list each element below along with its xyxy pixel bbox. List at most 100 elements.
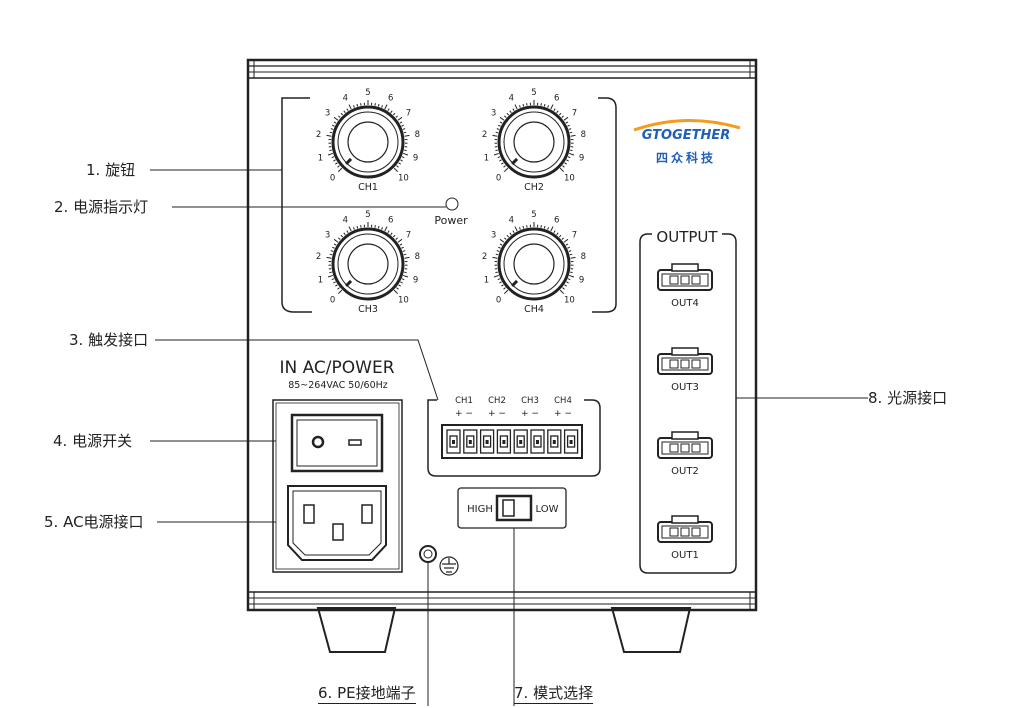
knob-label-ch2: CH2 (524, 182, 544, 193)
dial-number: 4 (343, 215, 348, 225)
dial-number: 8 (581, 252, 586, 262)
output-out2[interactable] (657, 431, 713, 459)
trigger-polarity-label: + − (554, 409, 572, 419)
pe-terminal[interactable] (419, 545, 437, 563)
output-label: OUT4 (671, 298, 699, 309)
knob-group-frame (281, 97, 617, 313)
dial-number: 10 (564, 173, 575, 183)
dial-number: 1 (484, 275, 489, 285)
mode-low-label: LOW (536, 504, 559, 515)
dial-number: 4 (509, 93, 514, 103)
dial-number: 6 (554, 93, 559, 103)
dial-number: 9 (413, 153, 418, 163)
trigger-channel-label: CH3 (521, 396, 539, 406)
dial-number: 8 (415, 130, 420, 140)
dial-number: 0 (496, 295, 501, 305)
trigger-channel-label: CH4 (554, 396, 572, 406)
dial-number: 10 (398, 173, 409, 183)
output-label: OUT2 (671, 466, 699, 477)
output-frame (639, 233, 737, 574)
right-foot (610, 607, 692, 653)
knob-label-ch3: CH3 (358, 304, 378, 315)
dial-number: 8 (581, 130, 586, 140)
dial-number: 3 (491, 109, 496, 119)
power-led-label: Power (434, 214, 468, 227)
dial-number: 1 (484, 153, 489, 163)
dial-number: 7 (572, 231, 577, 241)
chassis (246, 58, 758, 612)
dial-number: 7 (406, 231, 411, 241)
callout-light-out: 8. 光源接口 (868, 389, 948, 407)
dial-number: 6 (388, 93, 393, 103)
dial-number: 5 (531, 210, 536, 220)
dial-number: 2 (482, 130, 487, 140)
output-label: OUT1 (671, 550, 699, 561)
dial-number: 4 (343, 93, 348, 103)
dial-number: 6 (554, 215, 559, 225)
trigger-polarity-label: + − (488, 409, 506, 419)
callout-pe-terminal: 6. PE接地端子 (318, 684, 416, 704)
ground-icon (439, 556, 459, 576)
output-title: OUTPUT (656, 228, 718, 246)
knob-label-ch1: CH1 (358, 182, 378, 193)
dial-number: 7 (406, 109, 411, 119)
dial-number: 1 (318, 153, 323, 163)
leader-lines (150, 169, 868, 706)
callout-trigger: 3. 触发接口 (69, 331, 149, 349)
left-foot (316, 607, 397, 653)
output-label: OUT3 (671, 382, 699, 393)
trigger-connector[interactable] (441, 424, 583, 459)
ac-inlet[interactable] (287, 485, 387, 561)
dial-number: 5 (365, 210, 370, 220)
trigger-frame (427, 399, 601, 477)
dial-number: 10 (398, 295, 409, 305)
brand-name-cn: 四众科技 (656, 150, 716, 165)
power-input-spec: 85~264VAC 50/60Hz (288, 380, 388, 391)
dial-number: 3 (325, 109, 330, 119)
callout-power-led: 2. 电源指示灯 (54, 198, 149, 216)
dial-number: 3 (325, 231, 330, 241)
dial-number: 8 (415, 252, 420, 262)
dial-number: 3 (491, 231, 496, 241)
dial-number: 5 (531, 88, 536, 98)
trigger-labels: CH1+ −CH2+ −CH3+ −CH4+ − (455, 396, 572, 419)
callout-ac-inlet: 5. AC电源接口 (44, 513, 144, 531)
trigger-channel-label: CH2 (488, 396, 506, 406)
dial-number: 0 (496, 173, 501, 183)
dial-number: 9 (579, 275, 584, 285)
power-switch[interactable] (290, 413, 384, 473)
output-out1[interactable] (657, 515, 713, 543)
dial-number: 7 (572, 109, 577, 119)
brand-name: GTOGETHER (642, 128, 731, 143)
dial-number: 2 (482, 252, 487, 262)
output-out3[interactable] (657, 347, 713, 375)
mode-toggle-switch[interactable] (495, 494, 533, 522)
dial-number: 5 (365, 88, 370, 98)
dial-number: 9 (413, 275, 418, 285)
trigger-polarity-label: + − (521, 409, 539, 419)
knob-ch2[interactable]: 01 2 3 4 5 6 7 8 9 10 (482, 88, 586, 183)
callout-mode-select: 7. 模式选择 (514, 684, 594, 704)
dial-number: 0 (330, 173, 335, 183)
callout-power-switch: 4. 电源开关 (53, 432, 133, 450)
knob-ch4[interactable]: 01 2 3 4 5 6 7 8 9 10 (482, 210, 586, 305)
dial-number: 1 (318, 275, 323, 285)
trigger-pins (446, 429, 579, 454)
power-module (272, 399, 403, 573)
output-out4[interactable] (657, 263, 713, 291)
power-input-title: IN AC/POWER (279, 358, 394, 378)
dial-number: 9 (579, 153, 584, 163)
dial-number: 10 (564, 295, 575, 305)
brand-logo: GTOGETHER 四众科技 (633, 118, 741, 165)
knob-label-ch4: CH4 (524, 304, 544, 315)
mode-high-label: HIGH (467, 504, 493, 515)
callout-knob: 1. 旋钮 (86, 161, 136, 179)
power-led (445, 197, 459, 211)
dial-number: 4 (509, 215, 514, 225)
dial-number: 6 (388, 215, 393, 225)
